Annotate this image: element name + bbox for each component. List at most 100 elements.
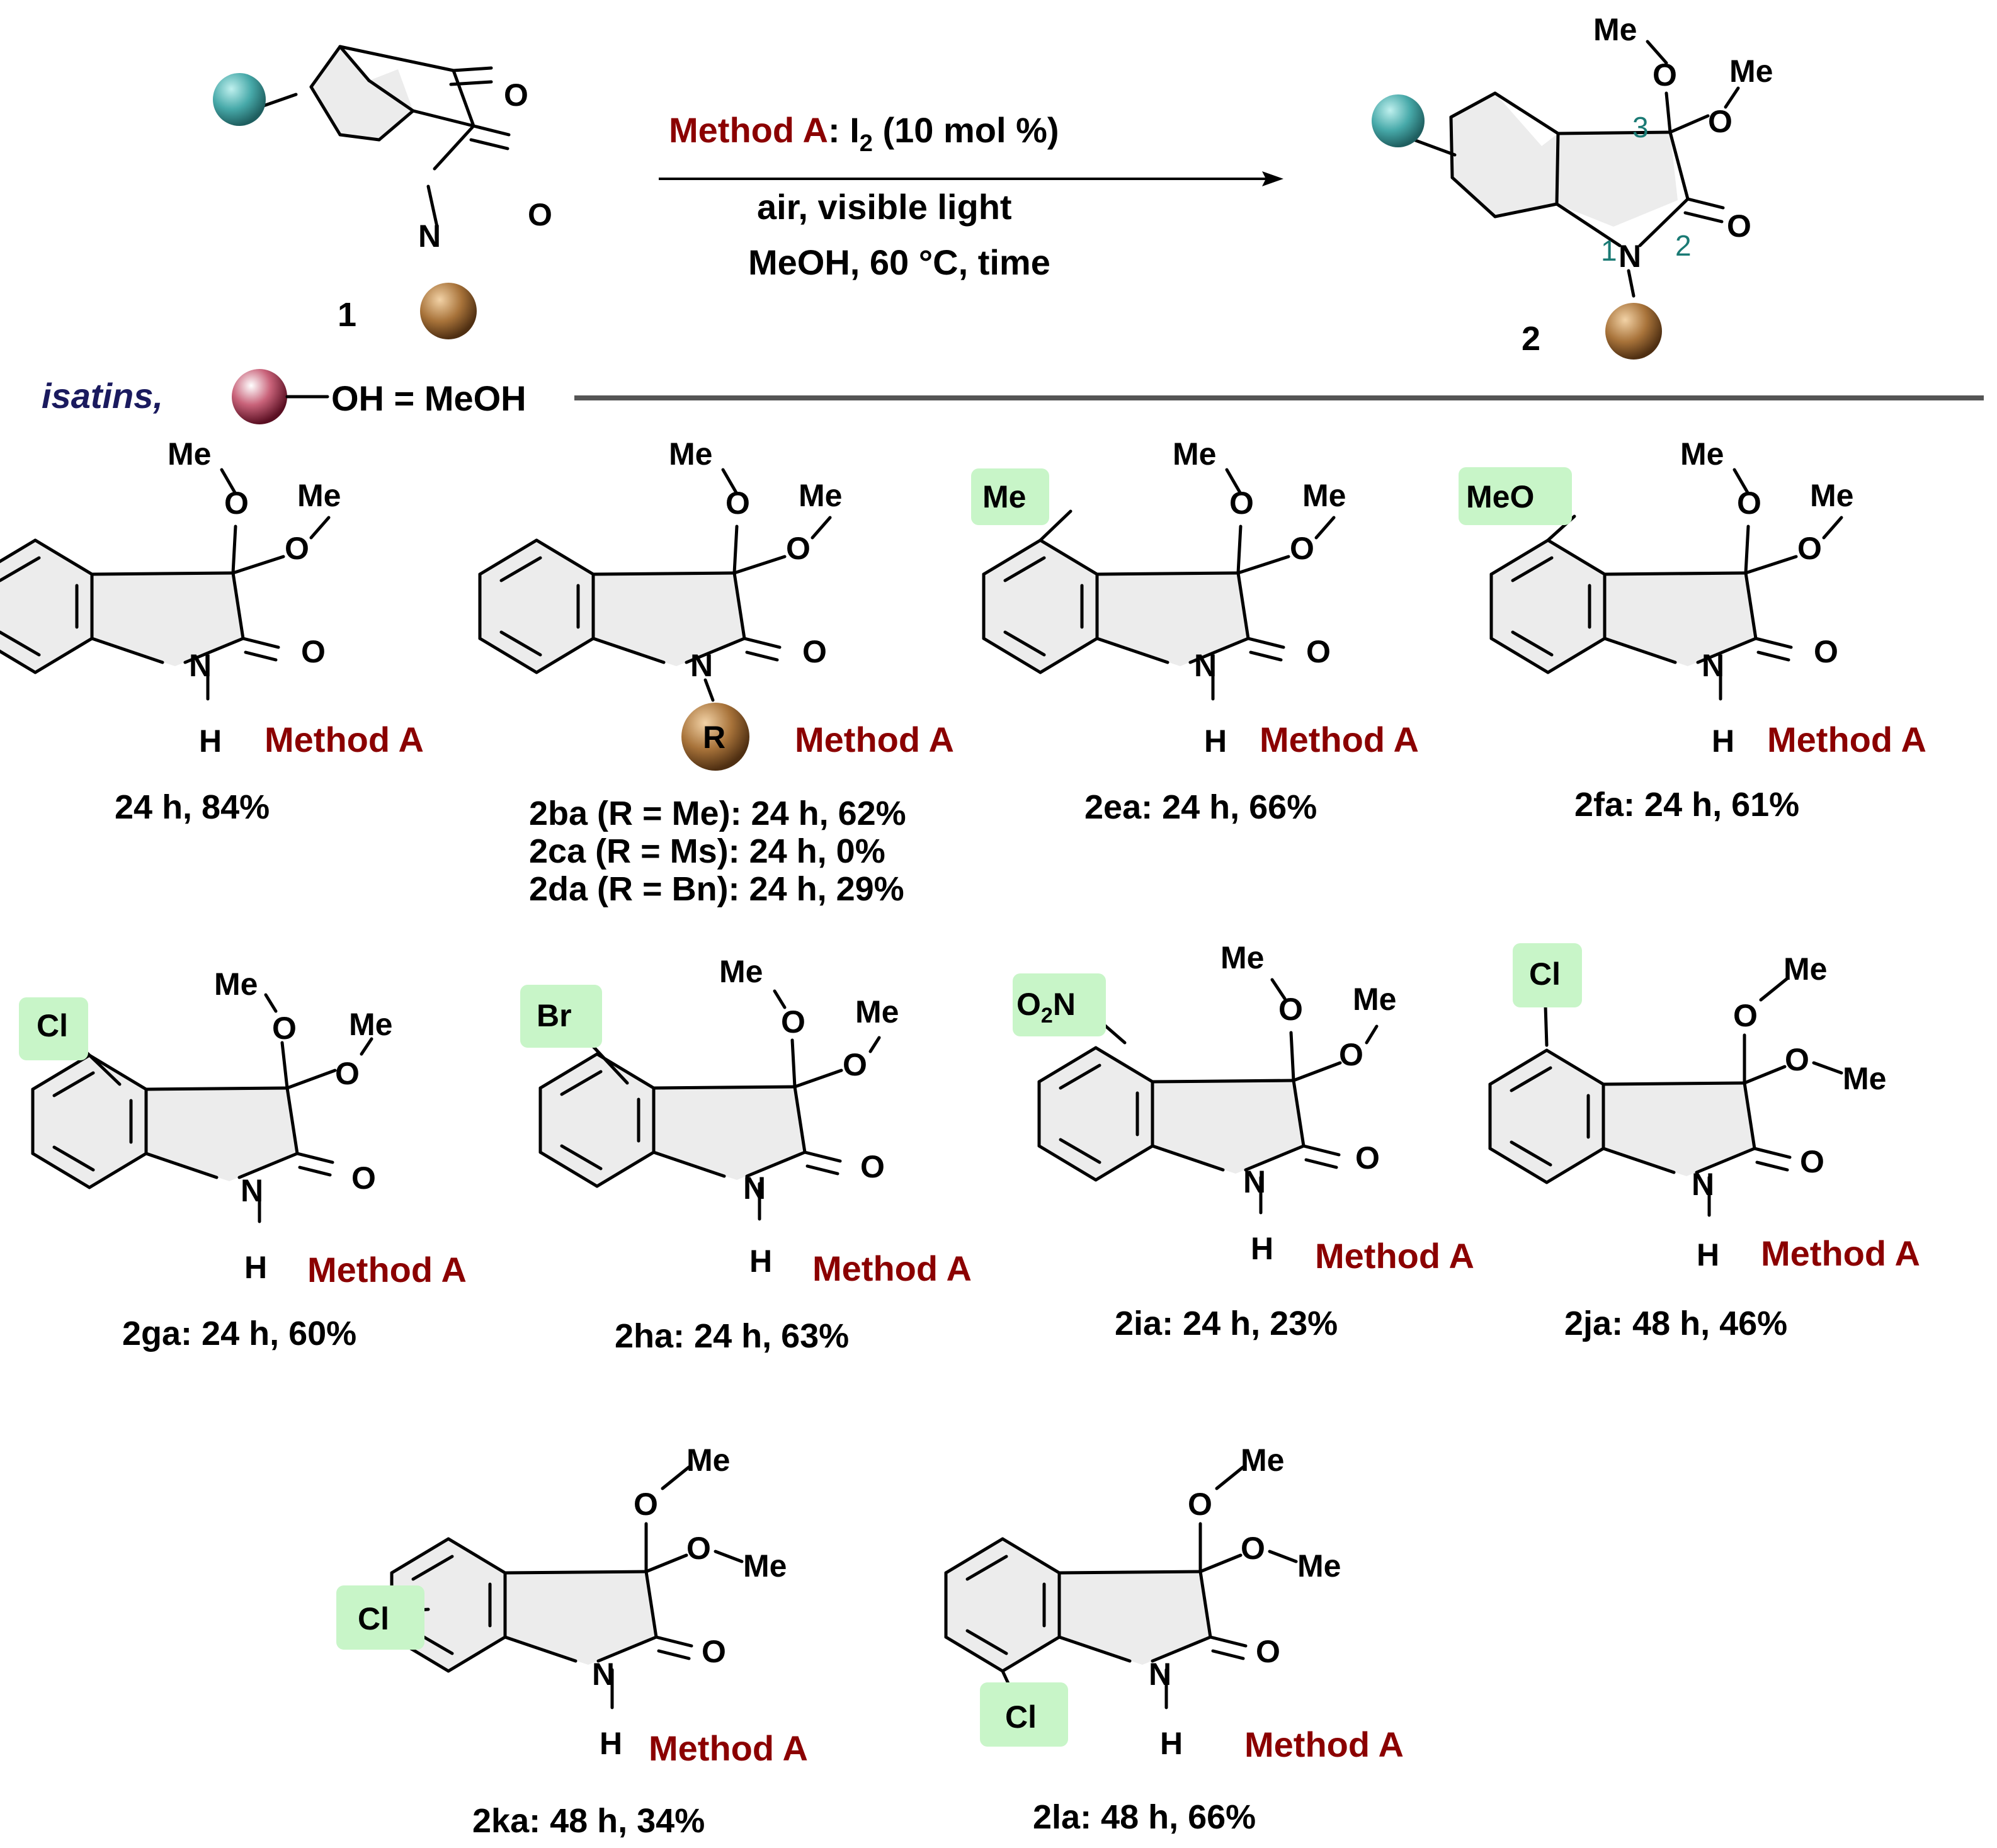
- substituent-no2-label: O2N: [1016, 987, 1076, 1028]
- nh-n-label: N: [241, 1173, 263, 1208]
- nh-h-label: H: [1204, 723, 1227, 759]
- ome-me-label: Me: [799, 478, 842, 513]
- carbonyl-o-label: O: [702, 1634, 726, 1669]
- product-caption: 2ha: 24 h, 63%: [615, 1317, 849, 1355]
- substituent-highlight: [1459, 467, 1572, 525]
- ome-o-label: O: [1733, 998, 1758, 1033]
- substituent-highlight: [520, 985, 602, 1048]
- nh-n-label: N: [1149, 1657, 1171, 1692]
- substituent-cl-label: Cl: [358, 1601, 389, 1636]
- method-label: Method A: [307, 1250, 467, 1290]
- nh-n-label: N: [592, 1657, 615, 1692]
- product-caption: 24 h, 84%: [115, 788, 270, 826]
- product-2la: Cl Me O O Me O N H Method A 2la: 48 h, 6…: [946, 1443, 1404, 1836]
- product-2ga: Cl Me O Me O O N H Method A 2ga: 24 h, 6…: [19, 967, 467, 1352]
- ome-o-label: O: [634, 1487, 658, 1522]
- ome-me-label: Me: [1297, 1548, 1341, 1584]
- nitro-subscript: 2: [1041, 1004, 1053, 1028]
- carbonyl-o-label: O: [301, 634, 326, 669]
- product-2aa: Me O Me O O N H Method A 24 h, 84%: [0, 436, 424, 826]
- substituent-cl-label: Cl: [1005, 1699, 1037, 1735]
- product-2fa: MeO Me O Me O O N H Method A 2fa: 24 h, …: [1459, 436, 1926, 824]
- ome-o-label: O: [1785, 1042, 1809, 1077]
- position-3-label: 3: [1632, 111, 1649, 144]
- nh-h-label: H: [1712, 723, 1734, 759]
- substituent-highlight: [1513, 943, 1582, 1007]
- method-label: Method A: [812, 1249, 972, 1288]
- method-label: Method A: [1767, 720, 1926, 759]
- product-caption-2ca: 2ca (R = Ms): 24 h, 0%: [529, 832, 885, 870]
- isatins-label: isatins,: [42, 376, 163, 416]
- product-caption: 2ea: 24 h, 66%: [1084, 788, 1317, 826]
- reagent-amount: (10 mol %): [873, 110, 1059, 150]
- ome-me-label: Me: [1302, 478, 1346, 513]
- ome-me-label: Me: [1220, 940, 1264, 975]
- nh-n-label: N: [743, 1171, 766, 1206]
- nh-h-label: H: [199, 723, 222, 759]
- ome-o-label: O: [224, 485, 249, 521]
- carbonyl-o-label: O: [1727, 208, 1751, 244]
- carbonyl-o-label: O: [1355, 1140, 1380, 1176]
- ome-me-label: Me: [297, 478, 341, 513]
- ome-o-label: O: [1241, 1531, 1265, 1566]
- ome-me-label: Me: [349, 1007, 392, 1042]
- position-1-label: 1: [1601, 234, 1617, 267]
- nh-n-label: N: [189, 648, 212, 683]
- method-label: Method A: [265, 720, 424, 759]
- product-caption: 2la: 48 h, 66%: [1033, 1798, 1256, 1836]
- nh-n-label: N: [1243, 1164, 1266, 1199]
- substrate-isatin: O O N 1: [213, 45, 552, 339]
- ome-me-label: Me: [743, 1548, 787, 1584]
- nh-n-label: N: [1194, 648, 1217, 683]
- nh-h-label: H: [1251, 1231, 1273, 1266]
- ome-o-label: O: [1708, 104, 1732, 139]
- product-2ja: Cl Me O O Me O N H Method A 2ja: 48 h, 4…: [1490, 943, 1920, 1342]
- ome-me-label: Me: [1843, 1061, 1886, 1096]
- substituent-highlight: [971, 468, 1049, 525]
- carbonyl-o-label: O: [1306, 634, 1331, 669]
- substrate-o2: O: [528, 197, 552, 232]
- nh-n-label: N: [1702, 648, 1724, 683]
- product-caption: 2ia: 24 h, 23%: [1115, 1305, 1338, 1342]
- legend-row: isatins, OH = MeOH: [42, 369, 1984, 424]
- substituent-highlight: [1013, 973, 1106, 1036]
- nh-h-label: H: [600, 1726, 622, 1761]
- product-caption: 2fa: 24 h, 61%: [1574, 786, 1799, 824]
- carbonyl-o-label: O: [1256, 1634, 1280, 1669]
- ome-o-label: O: [335, 1056, 360, 1091]
- ome-o-label: O: [1278, 992, 1303, 1027]
- method-label: Method A: [1761, 1233, 1920, 1273]
- ome-me-label: Me: [669, 436, 712, 472]
- ome-me-label: Me: [719, 954, 763, 989]
- product-general: Me O Me O O N 1 2 3 2: [1372, 12, 1773, 360]
- product-caption: 2ka: 48 h, 34%: [472, 1802, 705, 1840]
- product-2ea: Me Me O Me O O N H Method A 2ea: 24 h, 6…: [971, 436, 1419, 826]
- ome-me-label: Me: [1810, 478, 1853, 513]
- ome-me-label: Me: [686, 1443, 730, 1478]
- product-caption: 2ja: 48 h, 46%: [1564, 1305, 1787, 1342]
- carbonyl-o-label: O: [860, 1149, 885, 1184]
- substituent-cl-label: Cl: [37, 1008, 68, 1043]
- n-substituent-ball: [1605, 303, 1662, 360]
- substituent-meo-label: MeO: [1466, 479, 1534, 514]
- substituent-ball: [1372, 94, 1425, 147]
- substituent-br-label: Br: [537, 998, 572, 1033]
- reagent-subscript: 2: [860, 130, 873, 157]
- ome-o-label: O: [1229, 485, 1254, 521]
- carbonyl-o-label: O: [1800, 1144, 1824, 1179]
- product-2ha: Br Me O Me O O N H Method A 2ha: 24 h, 6…: [520, 954, 972, 1355]
- ome-me-label: Me: [168, 436, 211, 472]
- product-caption: 2ga: 24 h, 60%: [122, 1315, 356, 1352]
- n-substituent-ball: [420, 283, 477, 339]
- ome-me-label: Me: [1173, 436, 1216, 472]
- ome-o-label: O: [1290, 531, 1314, 566]
- ome-me-label: Me: [855, 994, 899, 1029]
- ome-o-label: O: [272, 1011, 297, 1046]
- ome-o-label: O: [725, 485, 750, 521]
- substituent-ball: [213, 73, 266, 126]
- product-n-label: N: [1619, 239, 1641, 274]
- reagent-text: : I: [828, 110, 860, 150]
- carbonyl-o-label: O: [1814, 634, 1838, 669]
- product-2ba-2da: R Me O Me O O N Method A 2ba (R = Me): 2…: [480, 436, 954, 908]
